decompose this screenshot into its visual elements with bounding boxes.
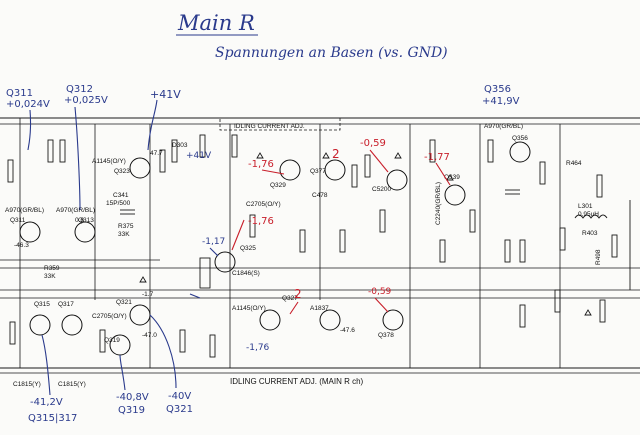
anno-q319: Q319 bbox=[118, 405, 145, 416]
label-q356: Q356 bbox=[512, 135, 528, 142]
label-r403: R403 bbox=[582, 230, 598, 237]
label-q339: Q339 bbox=[444, 174, 460, 181]
anno-red-v6: 2 bbox=[294, 287, 302, 301]
label-r498: R498 bbox=[595, 249, 602, 265]
transistor-symbols bbox=[19, 141, 531, 356]
label-q377: Q377 bbox=[310, 168, 326, 175]
anno-q311-v: +0,024V bbox=[6, 99, 50, 110]
label-l301: L301 bbox=[578, 203, 593, 210]
label-a1145-top: A1145(O/Y) bbox=[92, 158, 126, 165]
anno-red-v4: -1,77 bbox=[424, 152, 450, 163]
anno-q315-v: -41,2V bbox=[30, 397, 63, 408]
label-q319: Q319 bbox=[104, 337, 120, 344]
label-r375: R375 bbox=[118, 223, 134, 230]
label-v47-6: -47.6 bbox=[340, 327, 355, 334]
anno-red-v2: -1,76 bbox=[248, 216, 274, 227]
label-q323: Q323 bbox=[114, 168, 130, 175]
anno-q356: Q356 bbox=[484, 84, 511, 95]
page-subtitle: Spannungen an Basen (vs. GND) bbox=[215, 45, 448, 61]
label-r464: R464 bbox=[566, 160, 582, 167]
label-c5200: C5200 bbox=[372, 186, 392, 193]
anno-q321-v: -40V bbox=[168, 391, 191, 402]
label-v47-7: 47.7 bbox=[150, 150, 163, 157]
label-idling-bottom: IDLING CURRENT ADJ. (MAIN R ch) bbox=[230, 377, 364, 386]
label-r359: R359 bbox=[44, 265, 60, 272]
page-title: Main R bbox=[177, 11, 255, 35]
label-q378: Q378 bbox=[378, 332, 394, 339]
label-q315: Q315 bbox=[34, 301, 50, 308]
anno-red-v1: -1,76 bbox=[248, 159, 274, 170]
label-a970-right: A970(GR/BL) bbox=[484, 123, 523, 130]
label-v47-0: -47.0 bbox=[142, 332, 157, 339]
label-q325: Q325 bbox=[240, 245, 256, 252]
label-r375-val: 33K bbox=[118, 231, 130, 238]
anno-v41: +41V bbox=[150, 88, 181, 101]
schematic-labels: IDLING CURRENT ADJ. IDLING CURRENT ADJ. … bbox=[5, 123, 602, 388]
anno-v-117: -1,17 bbox=[202, 237, 225, 247]
anno-q356-v: +41,9V bbox=[482, 96, 520, 107]
label-q311: Q311 bbox=[10, 217, 26, 224]
red-annotations: -1,76 -1,76 -0,59 -1,77 -0,59 2 2 bbox=[231, 138, 451, 315]
label-q317: Q317 bbox=[58, 301, 74, 308]
label-q327: Q327 bbox=[282, 295, 298, 302]
anno-q312: Q312 bbox=[66, 84, 93, 95]
label-q329: Q329 bbox=[270, 182, 286, 189]
label-l301-val: 0.95uH bbox=[578, 211, 599, 218]
label-v0-6: 0.6 bbox=[75, 217, 84, 224]
label-c478: C478 bbox=[312, 192, 328, 199]
label-c1846: C1846(S) bbox=[232, 270, 260, 277]
label-c1815-b: C1815(Y) bbox=[58, 381, 86, 388]
anno-red-v3: -0,59 bbox=[360, 138, 386, 149]
label-c341: C341 bbox=[113, 192, 129, 199]
label-q321: Q321 bbox=[116, 299, 132, 306]
label-r359-val: 33K bbox=[44, 273, 56, 280]
anno-v41b: +41V bbox=[186, 151, 212, 161]
blue-annotations: Q311 +0,024V Q312 +0,025V +41V +41V Q356… bbox=[6, 84, 520, 424]
label-idling-top: IDLING CURRENT ADJ. bbox=[234, 123, 305, 130]
anno-q315: Q315|317 bbox=[28, 413, 77, 424]
label-c2240: C2240(GR/BL) bbox=[435, 182, 442, 225]
anno-q312-v: +0,025V bbox=[64, 95, 108, 106]
label-q313: Q313 bbox=[78, 217, 94, 224]
anno-q321: Q321 bbox=[166, 404, 193, 415]
label-a1837: A1837 bbox=[310, 305, 329, 312]
label-v46-3: -46.3 bbox=[14, 242, 29, 249]
anno-q319-v: -40,8V bbox=[116, 392, 149, 403]
label-v1-7: -1.7 bbox=[142, 291, 154, 298]
label-d303: D303 bbox=[172, 142, 188, 149]
label-a970-mid: A970(GR/BL) bbox=[56, 207, 95, 214]
label-c341-val: 15P/500 bbox=[106, 200, 131, 207]
schematic-rails bbox=[0, 117, 640, 374]
anno-red-v7: 2 bbox=[332, 147, 340, 161]
label-c1815-a: C1815(Y) bbox=[13, 381, 41, 388]
anno-q311: Q311 bbox=[6, 88, 33, 99]
label-c2705-mid: C2705(O/Y) bbox=[92, 313, 127, 320]
anno-v-176b: -1,76 bbox=[246, 343, 270, 353]
label-c2705-top: C2705(O/Y) bbox=[246, 201, 281, 208]
passive-components bbox=[7, 134, 631, 358]
anno-red-v5: -0,59 bbox=[368, 287, 392, 297]
label-a970-left: A970(GR/BL) bbox=[5, 207, 44, 214]
label-a1145-bot: A1145(O/Y) bbox=[232, 305, 266, 312]
